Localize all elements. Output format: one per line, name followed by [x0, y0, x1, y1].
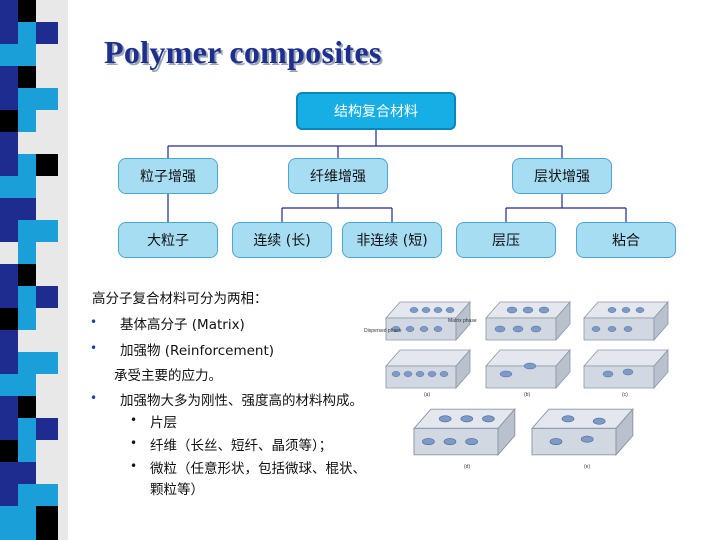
sub-bullet-flakes: 片层 — [150, 415, 177, 431]
illustration-panel-b2 — [485, 349, 571, 389]
illustration-panel-a — [385, 301, 471, 341]
sub-bullet-fibers: 纤维（长丝、短纤、晶须等）； — [150, 438, 333, 454]
tree-node-sandwich: 粘合 — [576, 222, 676, 258]
tree-node-laminate: 层压 — [456, 222, 556, 258]
slide-title: Polymer composites — [104, 34, 382, 70]
bullet-marker: • — [90, 315, 98, 329]
sub-bullet-particles: 微粒（任意形状，包括微球、棍状、 — [150, 461, 366, 477]
tree-node-discontinuous: 非连续 (短) — [342, 222, 442, 258]
sub-bullet-marker: • — [130, 459, 138, 473]
tree-node-layered: 层状增强 — [512, 158, 612, 194]
intro-text: 高分子复合材料可分为两相： — [92, 291, 268, 307]
label-matrix-phase: Matrix phase — [448, 318, 477, 324]
tree-node-large-particle: 大粒子 — [118, 222, 218, 258]
label-e: (e) — [584, 464, 590, 470]
label-d: (d) — [464, 464, 470, 470]
illustration-panel-c — [583, 301, 669, 341]
sub-bullet-particles-cont: 颗粒等） — [150, 482, 204, 498]
label-b: (b) — [524, 392, 530, 398]
tree-node-particle: 粒子增强 — [118, 158, 218, 194]
tree-node-fiber: 纤维增强 — [288, 158, 388, 194]
illustration-panel-c2 — [583, 349, 669, 389]
illustration-panel-d — [413, 408, 516, 456]
bullet-matrix: 基体高分子 (Matrix) — [120, 317, 245, 333]
label-a: (a) — [424, 392, 430, 398]
bullet-marker: • — [90, 391, 98, 405]
composite-illustration: Dispersed phase Matrix phase (a) (b) (c)… — [364, 292, 676, 472]
tree-node-root: 结构复合材料 — [296, 92, 456, 130]
illustration-panel-e — [531, 408, 634, 456]
illustration-panel-b — [485, 301, 571, 341]
sub-bullet-marker: • — [130, 413, 138, 427]
bullet-reinforcement: 加强物 (Reinforcement) — [120, 343, 275, 359]
bullet-rigid-material: 加强物大多为刚性、强度高的材料构成。 — [120, 393, 363, 409]
label-dispersed-phase: Dispersed phase — [364, 328, 402, 334]
bullet-marker: • — [90, 341, 98, 355]
tree-node-continuous: 连续 (长) — [232, 222, 332, 258]
reinforcement-note: 承受主要的应力。 — [114, 368, 222, 384]
sub-bullet-marker: • — [130, 436, 138, 450]
illustration-panel-a2 — [385, 349, 471, 389]
label-c: (c) — [622, 392, 628, 398]
decorative-sidebar — [0, 0, 68, 540]
